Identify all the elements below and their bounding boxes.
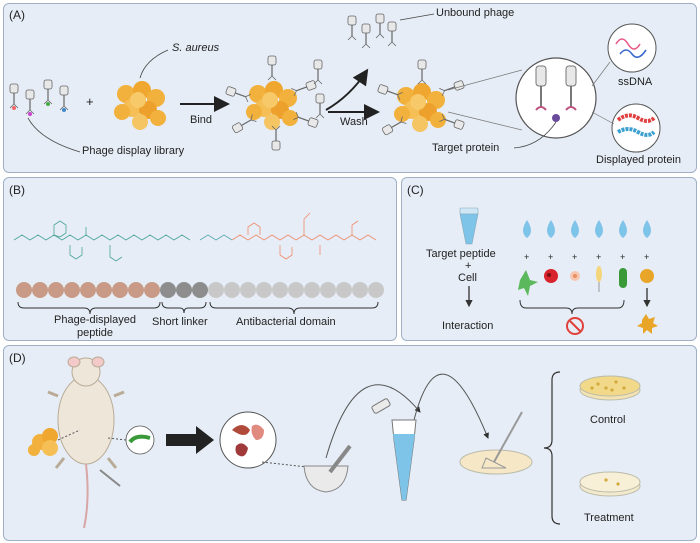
plus-5: + <box>620 252 626 262</box>
plus-sign: + <box>86 94 94 109</box>
droplet-row-icon <box>523 220 651 238</box>
cells-brace <box>519 299 625 315</box>
phage-peptide-line1: Phage-displayed <box>54 314 136 326</box>
plus-4: + <box>596 252 602 262</box>
panel-a-label: (A) <box>9 8 25 22</box>
peptide-inset-icon <box>125 425 155 455</box>
zoom-circle-icon <box>515 57 597 139</box>
treatment-label: Treatment <box>584 512 634 524</box>
plate-spreader-icon <box>459 411 533 475</box>
interaction-label: Interaction <box>442 320 494 332</box>
panel-b-label: (B) <box>9 183 25 197</box>
green-rod-icon <box>619 268 627 288</box>
prohibit-icon <box>566 317 584 335</box>
green-cell-icon <box>518 270 538 296</box>
mouse-icon <box>47 356 125 529</box>
plus-3: + <box>572 252 578 262</box>
plus-2: + <box>548 252 554 262</box>
red-cell-icon <box>544 269 558 283</box>
peptide-bead-chain <box>16 282 384 298</box>
plus-6: + <box>644 252 650 262</box>
tube-icon <box>459 207 479 245</box>
phage-peptide-line2: peptide <box>76 327 114 339</box>
displayed-protein-label: Displayed protein <box>596 154 681 166</box>
mortar-icon <box>303 444 352 493</box>
antibacterial-domain-label: Antibacterial domain <box>236 316 336 328</box>
results-bracket <box>543 371 561 525</box>
control-plate-icon <box>579 375 641 401</box>
wash-arrow <box>325 68 369 111</box>
plus-c-label: + <box>465 260 472 272</box>
transfer-arrow-2 <box>413 373 489 439</box>
yellow-cell-icon <box>596 266 602 292</box>
unbound-phage-label: Unbound phage <box>436 7 515 19</box>
short-linker-label: Short linker <box>152 316 208 328</box>
transfer-arrow-1 <box>325 384 421 459</box>
target-peptide-label: Target peptide <box>426 248 496 260</box>
linker-brace <box>161 301 207 314</box>
s-aureus-label: S. aureus <box>172 42 220 54</box>
bind-label: Bind <box>190 114 213 126</box>
big-arrow <box>166 426 214 454</box>
organs-icon <box>219 411 277 469</box>
treatment-plate-icon <box>579 471 641 497</box>
panel-c-label: (C) <box>407 183 424 197</box>
displayed-protein-icon <box>611 103 661 153</box>
phage-peptide-brace <box>17 301 161 315</box>
linker-structure-icon <box>199 234 233 241</box>
panel-d <box>3 345 697 541</box>
control-label: Control <box>590 414 626 426</box>
phage-peptide-label: Phage-displayed peptide <box>40 314 150 340</box>
antibacterial-structure-icon <box>231 212 377 260</box>
wash-label: Wash <box>340 116 368 128</box>
phage-library-icon <box>9 79 69 116</box>
target-protein-label: Target protein <box>432 142 500 154</box>
ssdna-icon <box>607 23 657 73</box>
library-label: Phage display library <box>82 145 185 157</box>
ssdna-label: ssDNA <box>618 76 653 88</box>
burst-cell-icon <box>637 314 658 334</box>
cell-label: Cell <box>458 272 477 284</box>
s-aureus-cell-icon <box>640 269 654 283</box>
panel-d-label: (D) <box>9 351 26 365</box>
pink-cell-icon <box>570 271 580 281</box>
antibacterial-brace <box>209 301 379 315</box>
phage-peptide-structure-icon <box>13 220 191 262</box>
panel-b <box>3 177 397 341</box>
centrifuge-tube-icon <box>371 398 417 501</box>
bacteria-inset-icon <box>28 428 58 456</box>
panel-c <box>401 177 697 341</box>
plus-1: + <box>524 252 530 262</box>
